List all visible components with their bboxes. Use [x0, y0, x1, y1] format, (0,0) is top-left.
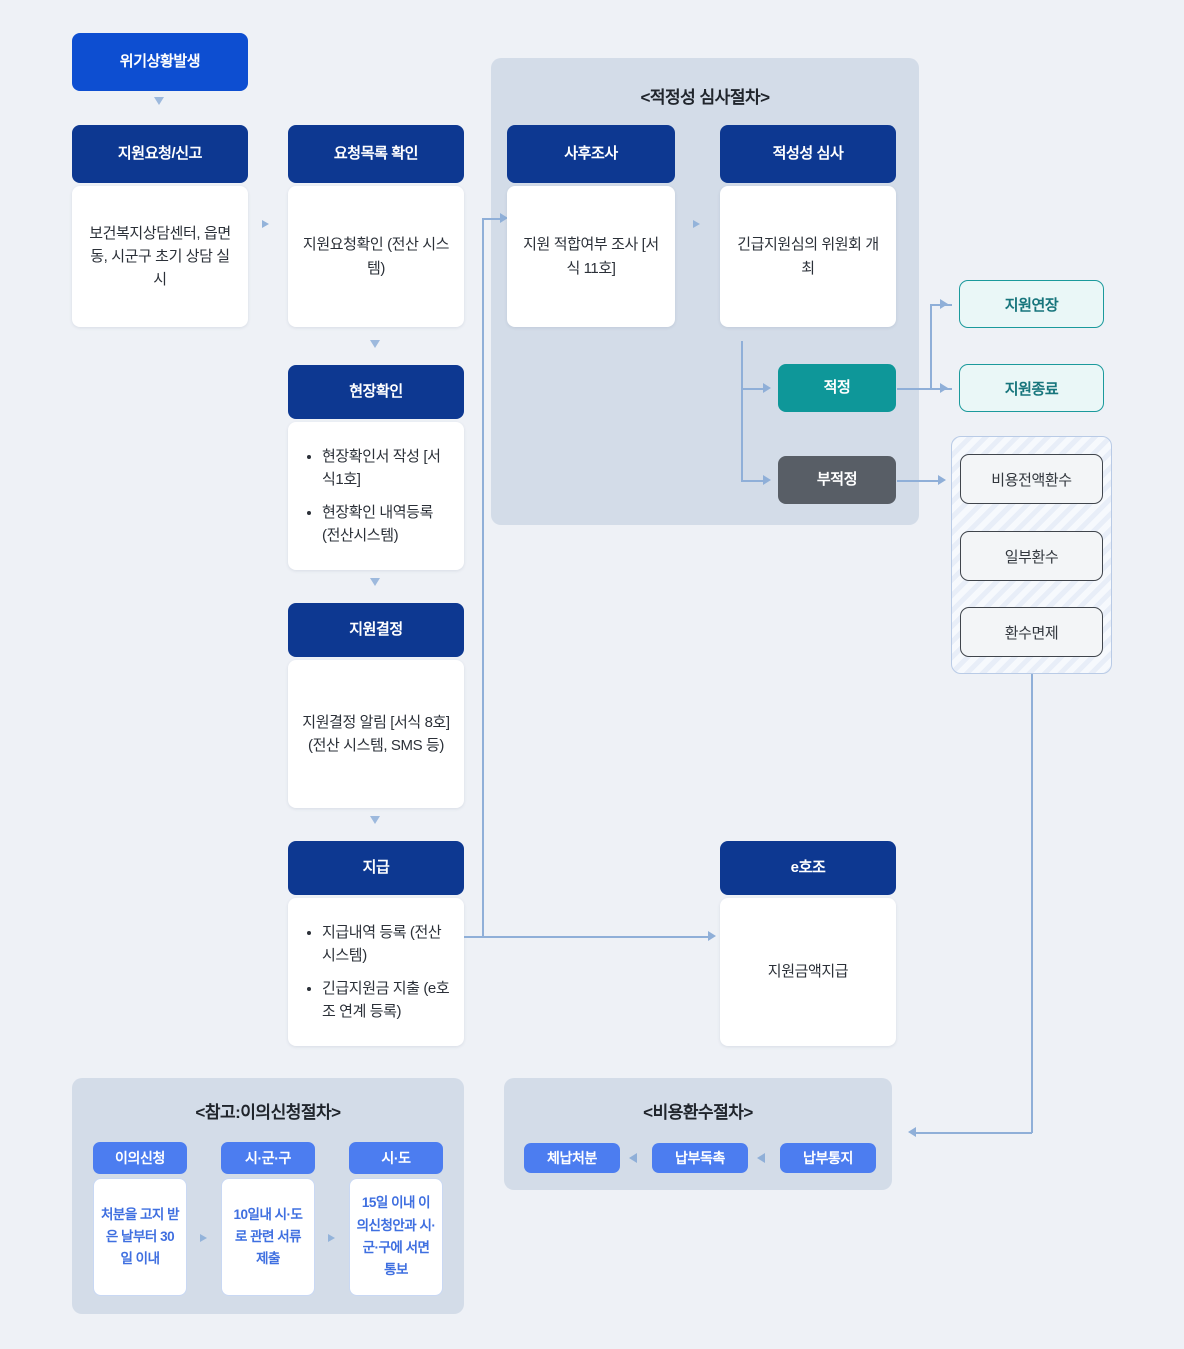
arrow-payment-to-ehojo-icon	[708, 931, 716, 941]
arrow-fieldcheck-to-decision-icon	[370, 578, 380, 586]
node-request-body: 보건복지상담센터, 읍면동, 시군구 초기 상담 실시	[72, 186, 248, 327]
node-postsurvey-header[interactable]: 사후조사	[507, 125, 675, 183]
node-fieldcheck-body: 현장확인서 작성 [서식1호] 현장확인 내역등록 (전산시스템)	[288, 422, 464, 570]
node-postsurvey-body: 지원 적합여부 조사 [서식 11호]	[507, 186, 675, 327]
appeal-step-body-0: 처분을 고지 받은 날부터 30일 이내	[93, 1178, 187, 1296]
connector-inadequate-out	[897, 480, 941, 482]
arrow-crisis-to-request-icon	[154, 97, 164, 105]
node-fieldcheck-header[interactable]: 현장확인	[288, 365, 464, 419]
node-review-header[interactable]: 적성성 심사	[720, 125, 896, 183]
recovery-option-partial[interactable]: 일부환수	[960, 531, 1103, 581]
adequacy-review-panel-title: <적정성 심사절차>	[640, 88, 770, 107]
recovery-step-seizure[interactable]: 체납처분	[524, 1143, 620, 1173]
node-decision-header[interactable]: 지원결정	[288, 603, 464, 657]
arrow-recovery-2-to-1-icon	[757, 1153, 765, 1163]
arrow-request-to-checklist-icon	[262, 220, 269, 228]
node-inadequate[interactable]: 부적정	[778, 456, 896, 504]
recovery-step-notice[interactable]: 납부통지	[780, 1143, 876, 1173]
recovery-procedure-panel	[504, 1078, 892, 1190]
node-payment-body: 지급내역 등록 (전산시스템) 긴급지원금 지출 (e호조 연계 등록)	[288, 898, 464, 1046]
node-ehojo-body: 지원금액지급	[720, 898, 896, 1046]
connector-adequate-out	[897, 388, 931, 390]
fieldcheck-item: 현장확인서 작성 [서식1호]	[322, 445, 450, 492]
appeal-procedure-panel-title: <참고:이의신청절차>	[195, 1103, 341, 1122]
arrow-to-terminate-icon	[940, 383, 948, 393]
arrow-decision-to-payment-icon	[370, 816, 380, 824]
node-checklist-body: 지원요청확인 (전산 시스템)	[288, 186, 464, 327]
node-ehojo-header[interactable]: e호조	[720, 841, 896, 895]
appeal-step-body-2: 15일 이내 이의신청안과 시·군·구에 서면 통보	[349, 1178, 443, 1296]
connector-review-down	[741, 341, 743, 481]
node-request-header[interactable]: 지원요청/신고	[72, 125, 248, 183]
arrow-checklist-to-fieldcheck-icon	[370, 340, 380, 348]
appeal-step-header-1[interactable]: 시·군·구	[221, 1142, 315, 1174]
connector-recovery-left	[916, 1132, 1032, 1134]
connector-review-to-adequate	[741, 388, 765, 390]
node-adequate[interactable]: 적정	[778, 364, 896, 412]
arrow-to-inadequate-icon	[763, 475, 771, 485]
appeal-step-header-0[interactable]: 이의신청	[93, 1142, 187, 1174]
arrow-recovery-1-to-0-icon	[629, 1153, 637, 1163]
node-checklist-header[interactable]: 요청목록 확인	[288, 125, 464, 183]
node-terminate-support[interactable]: 지원종료	[959, 364, 1104, 412]
arrow-into-postsurvey-icon	[500, 213, 508, 223]
recovery-option-exempt[interactable]: 환수면제	[960, 607, 1103, 657]
connector-payment-up	[482, 218, 484, 937]
arrow-appeal-1-to-2-icon	[328, 1234, 335, 1242]
node-payment-header[interactable]: 지급	[288, 841, 464, 895]
arrow-to-recovery-icon	[938, 475, 946, 485]
node-extend-support[interactable]: 지원연장	[959, 280, 1104, 328]
node-review-body: 긴급지원심의 위원회 개최	[720, 186, 896, 327]
arrow-into-recovery-panel-icon	[908, 1127, 916, 1137]
connector-recovery-down	[1031, 674, 1033, 1133]
fieldcheck-item: 현장확인 내역등록 (전산시스템)	[322, 501, 450, 548]
recovery-step-demand[interactable]: 납부독촉	[652, 1143, 748, 1173]
connector-payment-right	[464, 936, 710, 938]
node-decision-body: 지원결정 알림 [서식 8호] (전산 시스템, SMS 등)	[288, 660, 464, 808]
connector-outcome-branch	[930, 304, 932, 389]
arrow-to-extend-icon	[940, 299, 948, 309]
arrow-appeal-0-to-1-icon	[200, 1234, 207, 1242]
payment-item: 지급내역 등록 (전산시스템)	[322, 921, 450, 968]
node-crisis-header[interactable]: 위기상황발생	[72, 33, 248, 91]
connector-review-to-inadequate	[741, 480, 765, 482]
appeal-step-body-1: 10일내 시·도로 관련 서류 제출	[221, 1178, 315, 1296]
recovery-option-full[interactable]: 비용전액환수	[960, 454, 1103, 504]
appeal-step-header-2[interactable]: 시·도	[349, 1142, 443, 1174]
arrow-postsurvey-to-review-icon	[693, 220, 700, 228]
payment-item: 긴급지원금 지출 (e호조 연계 등록)	[322, 977, 450, 1024]
connector-up-to-postsurvey	[482, 218, 502, 220]
recovery-procedure-panel-title: <비용환수절차>	[643, 1103, 753, 1122]
arrow-to-adequate-icon	[763, 383, 771, 393]
